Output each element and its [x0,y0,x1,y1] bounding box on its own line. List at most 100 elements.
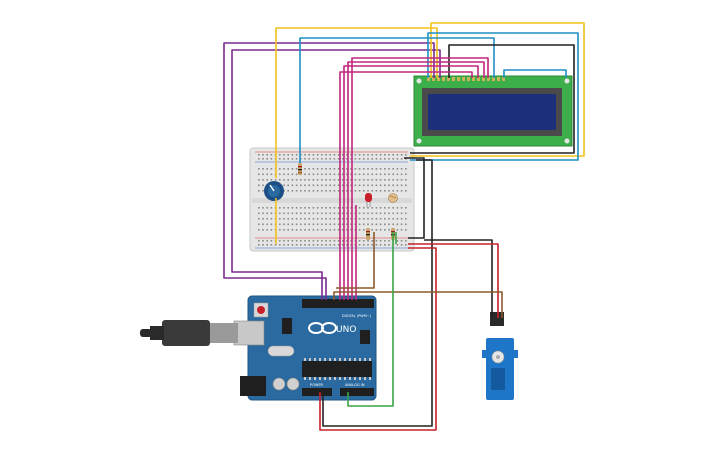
wire-yellow[interactable] [275,27,438,178]
breadboard-hole [283,240,285,242]
breadboard-hole [371,223,373,226]
breadboard-hole [295,207,298,209]
breadboard-hole [321,212,323,215]
breadboard-hole [308,184,310,187]
wire-magenta[interactable] [339,71,473,300]
breadboard-hole [384,223,386,226]
breadboard-hole [396,240,399,242]
breadboard-hole [262,158,264,160]
arduino-uno-board[interactable]: UNO DIGITAL (PWM~) POWER ANALOG IN [233,295,377,401]
breadboard-hole [270,212,273,215]
breadboard-hole [375,158,378,160]
breadboard-hole [270,229,273,231]
breadboard-hole [270,223,273,226]
wire-magenta[interactable] [347,61,485,300]
breadboard-hole [287,212,289,215]
breadboard-hole [363,218,365,220]
breadboard-hole [300,212,302,215]
breadboard-hole [396,207,399,209]
breadboard-hole [270,158,273,160]
wire-magenta[interactable] [351,57,489,300]
breadboard-hole [337,244,340,246]
lcd-pin [492,77,495,81]
breadboard-hole [354,154,357,156]
servo-motor[interactable] [482,312,518,400]
wire-brown[interactable] [336,232,375,289]
chip-pin [349,377,351,380]
breadboard-hole [342,179,344,181]
breadboard-hole [367,212,369,215]
breadboard-hole [396,168,399,170]
usb-cable[interactable] [140,320,238,346]
breadboard-hole [270,207,273,209]
breadboard-hole [304,212,306,215]
analog-header-label: ANALOG IN [345,383,365,387]
breadboard-hole [333,229,336,231]
breadboard-hole [312,190,315,192]
breadboard-hole [363,244,365,246]
lcd-pin [482,77,485,81]
resistor-lcd[interactable] [298,163,302,175]
breadboard-hole [371,173,373,176]
breadboard-hole [312,173,315,176]
breadboard-hole [308,244,310,246]
breadboard-hole [295,218,298,220]
breadboard-hole [371,154,373,156]
breadboard-hole [405,190,407,192]
breadboard-hole [333,158,336,160]
red-led[interactable] [365,193,372,207]
breadboard-hole [283,168,285,170]
breadboard-hole [388,207,390,209]
breadboard-hole [283,207,285,209]
wire-green[interactable] [347,232,394,407]
breadboard-hole [312,184,315,187]
breadboard-hole [346,212,348,215]
breadboard-hole [287,190,289,192]
breadboard-hole [400,168,403,170]
wires [223,22,585,431]
breadboard-hole [354,168,357,170]
wire-black[interactable] [404,157,425,239]
wire-blue[interactable] [299,37,495,163]
wire-blue[interactable] [410,32,579,161]
photoresistor[interactable] [388,193,398,203]
breadboard-hole [287,207,289,209]
potentiometer[interactable] [264,181,284,201]
resistor-led[interactable] [366,228,370,240]
wire-magenta[interactable] [343,65,479,300]
breadboard-hole [287,168,289,170]
breadboard-hole [329,223,331,226]
crystal [267,345,295,357]
wire-red[interactable] [319,247,437,431]
wire-blue[interactable] [503,69,567,78]
wire-black[interactable] [322,159,433,427]
breadboard-hole [262,229,264,231]
breadboard-hole [396,173,399,176]
wire-purple[interactable] [223,42,435,300]
breadboard-hole [371,168,373,170]
breadboard-hole [388,184,390,187]
wire-red[interactable] [408,243,499,318]
lcd-pin [432,77,435,81]
breadboard-hole [358,154,361,156]
lcd-display[interactable] [413,75,573,147]
breadboard-hole [333,207,336,209]
breadboard-hole [312,223,315,226]
wire-purple[interactable] [231,49,441,300]
breadboard-hole [300,244,302,246]
breadboard-hole [337,190,340,192]
breadboard-hole [308,212,310,215]
breadboard-hole [287,244,289,246]
breadboard-hole [346,173,348,176]
wire-black[interactable] [424,239,493,318]
breadboard-hole [342,184,344,187]
wire-brown[interactable] [333,291,503,318]
wire-yellow[interactable] [410,22,585,157]
breadboard[interactable] [249,147,415,252]
breadboard-hole [325,173,327,176]
breadboard-hole [266,212,268,215]
breadboard-hole [308,207,310,209]
breadboard-hole [316,190,319,192]
wire-black[interactable] [410,44,575,154]
